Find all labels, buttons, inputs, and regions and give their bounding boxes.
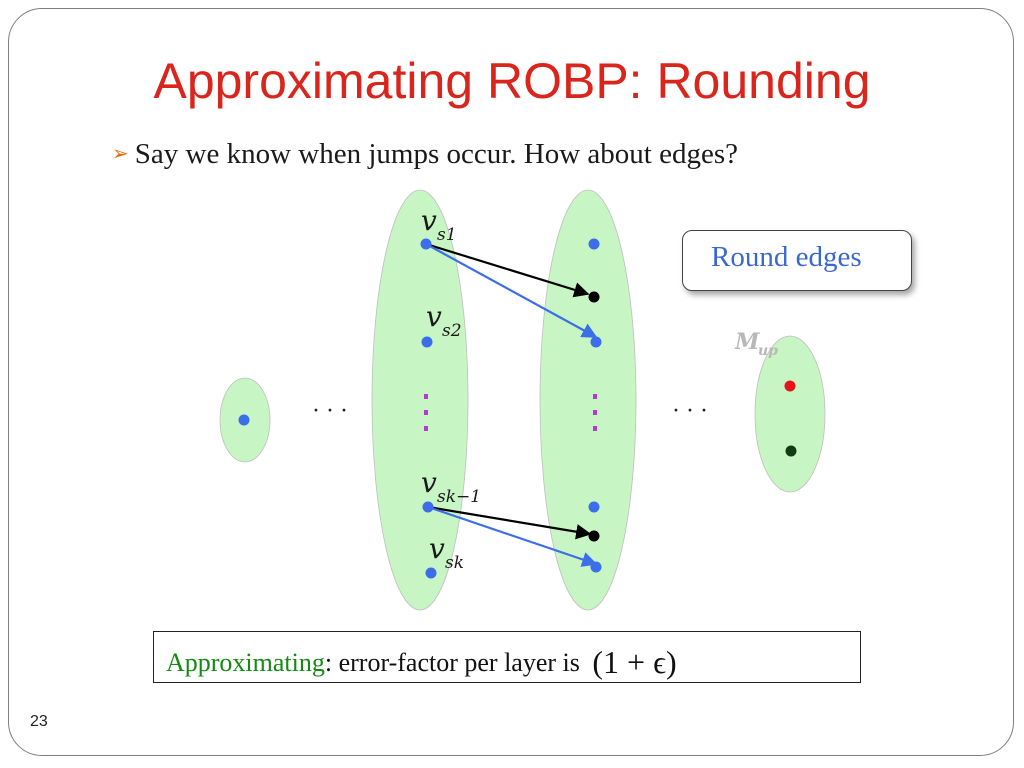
svg-text:v: v (426, 300, 442, 333)
callout-text: Round edges (711, 241, 862, 273)
result-formula: (1 + ϵ) (592, 644, 677, 680)
node-mup-red (784, 380, 796, 392)
svg-text:v: v (421, 466, 437, 499)
svg-text:v: v (429, 532, 445, 565)
slide-frame (8, 8, 1014, 756)
node-mup-green (785, 445, 797, 457)
node-vsk1 (422, 501, 434, 513)
node-right-1 (588, 238, 600, 250)
label-vs2: v s2 (426, 300, 462, 341)
bullet-arrow-icon: ➢ (112, 141, 129, 165)
page-number: 23 (30, 713, 48, 730)
label-vsk1: v sk−1 (421, 466, 481, 507)
slide-title: Approximating ROBP: Rounding (153, 53, 871, 109)
node-vsk (425, 567, 437, 579)
result-keyword: Approximating (166, 648, 325, 677)
svg-text:sk: sk (445, 553, 464, 573)
ellipsis-right: · · · (673, 399, 708, 424)
label-mup: M up (734, 329, 778, 359)
svg-text:M: M (734, 329, 760, 355)
svg-text:s1: s1 (437, 225, 457, 245)
round-edges-callout: Round edges (682, 230, 912, 291)
label-vs1: v s1 (421, 204, 457, 245)
node-small-left (238, 414, 250, 426)
node-vs1 (420, 238, 432, 250)
svg-text:up: up (758, 343, 778, 359)
result-text: Approximating: error-factor per layer is… (166, 642, 677, 680)
bullet-item: ➢Say we know when jumps occur. How about… (112, 138, 738, 171)
node-vs2 (421, 336, 433, 348)
svg-text:v: v (421, 204, 437, 237)
node-right-2 (590, 336, 602, 348)
layer-left (371, 189, 469, 611)
label-vsk: v sk (429, 532, 464, 573)
bullet-text: Say we know when jumps occur. How about … (134, 138, 739, 170)
node-right-black-1 (588, 291, 600, 303)
ellipsis-left: · · · (313, 399, 348, 424)
edge-blue-bottom (427, 505, 598, 567)
approximation-result-box: Approximating: error-factor per layer is… (153, 631, 861, 683)
node-right-3 (588, 501, 600, 513)
edge-black-top (425, 242, 590, 298)
edge-blue-top (425, 243, 598, 338)
svg-text:s2: s2 (442, 321, 462, 341)
vertical-dots-left (424, 394, 428, 431)
layer-right (539, 189, 637, 611)
layer-mup (754, 335, 826, 493)
edge-black-bottom (427, 505, 592, 540)
vertical-dots-right (593, 394, 597, 431)
node-right-4 (590, 561, 602, 573)
svg-text:sk−1: sk−1 (437, 487, 481, 507)
node-right-black-2 (588, 530, 600, 542)
result-description: : error-factor per layer is (324, 648, 587, 677)
